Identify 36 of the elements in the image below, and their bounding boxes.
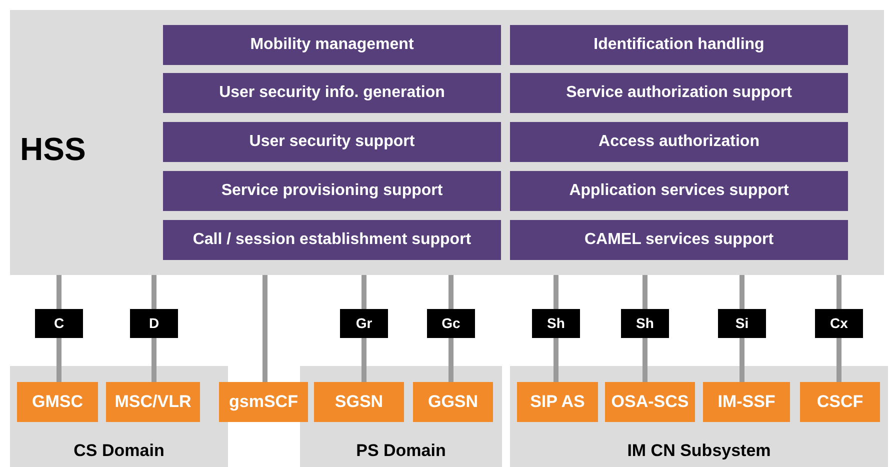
domain-title: CS Domain <box>72 440 166 462</box>
function-box: Application services support <box>510 171 848 211</box>
function-box: Service provisioning support <box>163 171 501 211</box>
interface-label: C <box>35 309 83 338</box>
connector-line <box>262 275 268 382</box>
interface-label: Gc <box>427 309 475 338</box>
interface-label: Sh <box>532 309 580 338</box>
network-element-box: MSC/VLR <box>106 382 200 422</box>
domain-panel <box>300 366 502 467</box>
function-box: Service authorization support <box>510 73 848 113</box>
hss-heading: HSS <box>20 130 86 169</box>
domain-panel <box>10 366 228 467</box>
function-box: CAMEL services support <box>510 220 848 260</box>
network-element-box: GMSC <box>17 382 98 422</box>
network-element-box: gsmSCF <box>219 382 308 422</box>
domain-title: IM CN Subsystem <box>626 440 772 462</box>
interface-label: Sh <box>621 309 669 338</box>
network-element-box: SIP AS <box>517 382 598 422</box>
domain-title: PS Domain <box>355 440 447 462</box>
interface-label: Si <box>718 309 766 338</box>
function-box: Mobility management <box>163 25 501 65</box>
interface-label: D <box>130 309 178 338</box>
interface-label: Cx <box>815 309 863 338</box>
domain-panel <box>510 366 888 467</box>
function-box: User security support <box>163 122 501 162</box>
function-box: Access authorization <box>510 122 848 162</box>
function-box: Call / session establishment support <box>163 220 501 260</box>
panel-background <box>10 10 884 275</box>
function-box: User security info. generation <box>163 73 501 113</box>
network-element-box: SGSN <box>314 382 404 422</box>
network-element-box: IM-SSF <box>703 382 790 422</box>
network-element-box: CSCF <box>800 382 880 422</box>
interface-label: Gr <box>340 309 388 338</box>
function-box: Identification handling <box>510 25 848 65</box>
network-element-box: GGSN <box>413 382 493 422</box>
network-element-box: OSA-SCS <box>605 382 695 422</box>
